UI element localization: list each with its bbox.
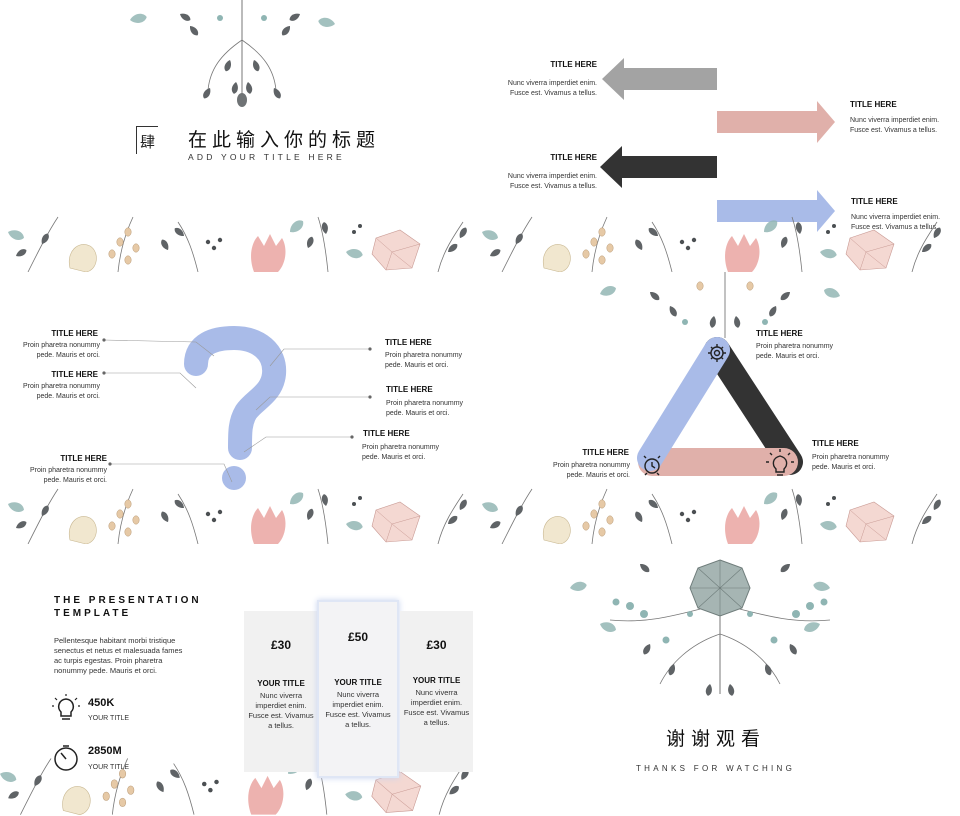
card-1-title: YOUR TITLE [257,679,305,688]
bottom-floral-border [8,212,478,272]
card-2-body-2: imperdiet enim. [332,700,384,709]
item-3-title: TITLE HERE [550,153,597,162]
q-item-4-title: TITLE HERE [385,338,432,347]
gear-icon [708,344,726,362]
intro-para-line-4: nonummy pede. Mauris et orci. [54,666,157,675]
card-1-body-2: imperdiet enim. [255,701,307,710]
q-item-6-title: TITLE HERE [363,429,410,438]
section-number-badge: 肆 [136,126,158,154]
item-3-body-line-2: Fusce est. Vivamus a tellus. [509,183,597,190]
slide-pricing[interactable]: THE PRESENTATION TEMPLATE Pellentesque h… [0,544,480,816]
q-item-6-body-1: Proin pharetra nonummy [362,444,440,451]
q-item-2-body-1: Proin pharetra nonummy [22,383,100,390]
card-3-title: YOUR TITLE [412,676,461,685]
stat-2-value: 2850M [88,745,122,757]
q-item-1-title: TITLE HERE [51,329,98,338]
q-item-2-title: TITLE HERE [51,370,98,379]
item-1-title: TITLE HERE [550,60,597,69]
tri-item-1-body-2: pede. Mauris et orci. [756,353,820,360]
heading-line-2: TEMPLATE [54,608,132,619]
card-3-body-1: Nunc viverra [415,688,458,697]
stat-1-value: 450K [88,697,115,709]
card-2-body-1: Nunc viverra [336,690,380,699]
arrow-left-dark [600,146,717,188]
triangle-graphic [637,337,803,476]
item-4-body-line-1: Nunc viverra imperdiet enim. [851,214,941,221]
card-1-price: £30 [270,638,292,652]
q-item-1-body-1: Proin pharetra nonummy [22,342,100,349]
slide-arrows[interactable]: TITLE HERE Nunc viverra imperdiet enim. … [480,0,960,272]
item-3-body-line-1: Nunc viverra imperdiet enim. [507,173,597,180]
alarm-clock-icon [643,455,661,476]
tri-item-1-body-1: Proin pharetra nonummy [756,343,834,350]
top-floral-decoration [130,0,336,107]
slide-subtitle: ADD YOUR TITLE HERE [188,152,345,162]
tri-item-1-title: TITLE HERE [756,329,803,338]
q-item-4-body-1: Proin pharetra nonummy [385,352,463,359]
stat-2-label: YOUR TITLE [88,764,130,771]
q-item-3-body-1: Proin pharetra nonummy [29,467,107,474]
tri-item-2-body-2: pede. Mauris et orci. [566,472,630,479]
lightbulb-icon [52,694,80,720]
item-2-body-line-2: Fusce est. Vivamus a tellus. [850,127,938,134]
arrow-right-pink [717,101,835,143]
q-item-6-body-2: pede. Mauris et orci. [362,454,426,461]
q-item-2-body-2: pede. Mauris et orci. [36,393,100,400]
item-2-title: TITLE HERE [850,100,897,109]
q-item-3-body-2: pede. Mauris et orci. [43,477,107,484]
slide-thanks[interactable]: 谢谢观看 THANKS FOR WATCHING [480,544,960,816]
card-1-body-4: a tellus. [268,721,294,730]
tri-item-3-body-1: Proin pharetra nonummy [812,454,890,461]
tri-item-3-title: TITLE HERE [812,439,859,448]
intro-para-line-3: ac turpis egestas. Proin pharetra [54,656,163,665]
q-item-5-title: TITLE HERE [386,385,433,394]
arrow-left-gray [602,58,717,100]
q-item-3-title: TITLE HERE [60,454,107,463]
card-3-body-2: imperdiet enim. [410,698,463,707]
q-item-5-body-2: pede. Mauris et orci. [386,410,450,417]
pricing-card-3[interactable]: £30 YOUR TITLE Nunc viverra imperdiet en… [400,611,473,772]
card-1-body-1: Nunc viverra [259,691,303,700]
item-4-body-line-2: Fusce est. Vivamus a tellus. [851,224,939,231]
slide-title-chinese: 在此输入你的标题 [188,129,381,151]
question-mark-graphic [102,325,372,490]
item-2-body-line-1: Nunc viverra imperdiet enim. [850,117,940,124]
slide-triangle[interactable]: TITLE HERE Proin pharetra nonummy pede. … [480,272,960,544]
card-2-body-4: a tellus. [345,720,371,729]
timer-icon [54,745,78,771]
stat-1-label: YOUR TITLE [88,715,130,722]
wreath-decoration [570,559,831,697]
heading-line-1: THE PRESENTATION [54,595,202,606]
tri-item-2-title: TITLE HERE [582,448,629,457]
tri-item-2-body-1: Proin pharetra nonummy [552,462,630,469]
card-2-body-3: Fusce est. Vivamus [325,710,391,719]
intro-para-line-2: senectus et netus et malesuada fames [54,646,183,655]
thanks-subtitle: THANKS FOR WATCHING [636,764,796,773]
card-2-price: £50 [347,630,369,644]
card-1-body-3: Fusce est. Vivamus [248,711,314,720]
q-item-5-body-1: Proin pharetra nonummy [386,400,464,407]
card-3-body-3: Fusce est. Vivamus [403,708,470,717]
item-1-body-line-2: Fusce est. Vivamus a tellus. [509,90,597,97]
slide-title[interactable]: 肆 在此输入你的标题 ADD YOUR TITLE HERE [0,0,480,272]
card-3-price: £30 [426,638,447,652]
q-item-4-body-2: pede. Mauris et orci. [385,362,449,369]
intro-para-line-1: Pellentesque habitant morbi tristique [54,636,176,645]
lightbulb-icon [766,449,794,476]
arrow-right-blue [717,190,835,232]
q-item-1-body-2: pede. Mauris et orci. [36,352,100,359]
card-2-title: YOUR TITLE [334,678,382,687]
item-1-body-line-1: Nunc viverra imperdiet enim. [507,80,597,87]
thanks-title: 谢谢观看 [666,728,767,750]
card-3-body-4: a tellus. [423,718,450,727]
pricing-card-1[interactable]: £30 YOUR TITLE Nunc viverra imperdiet en… [244,611,318,772]
pricing-card-2-featured[interactable]: £50 YOUR TITLE Nunc viverra imperdiet en… [317,600,399,778]
slide-question-mark[interactable]: TITLE HERE Proin pharetra nonummy pede. … [0,272,480,544]
item-4-title: TITLE HERE [851,197,898,206]
tri-item-3-body-2: pede. Mauris et orci. [812,464,876,471]
